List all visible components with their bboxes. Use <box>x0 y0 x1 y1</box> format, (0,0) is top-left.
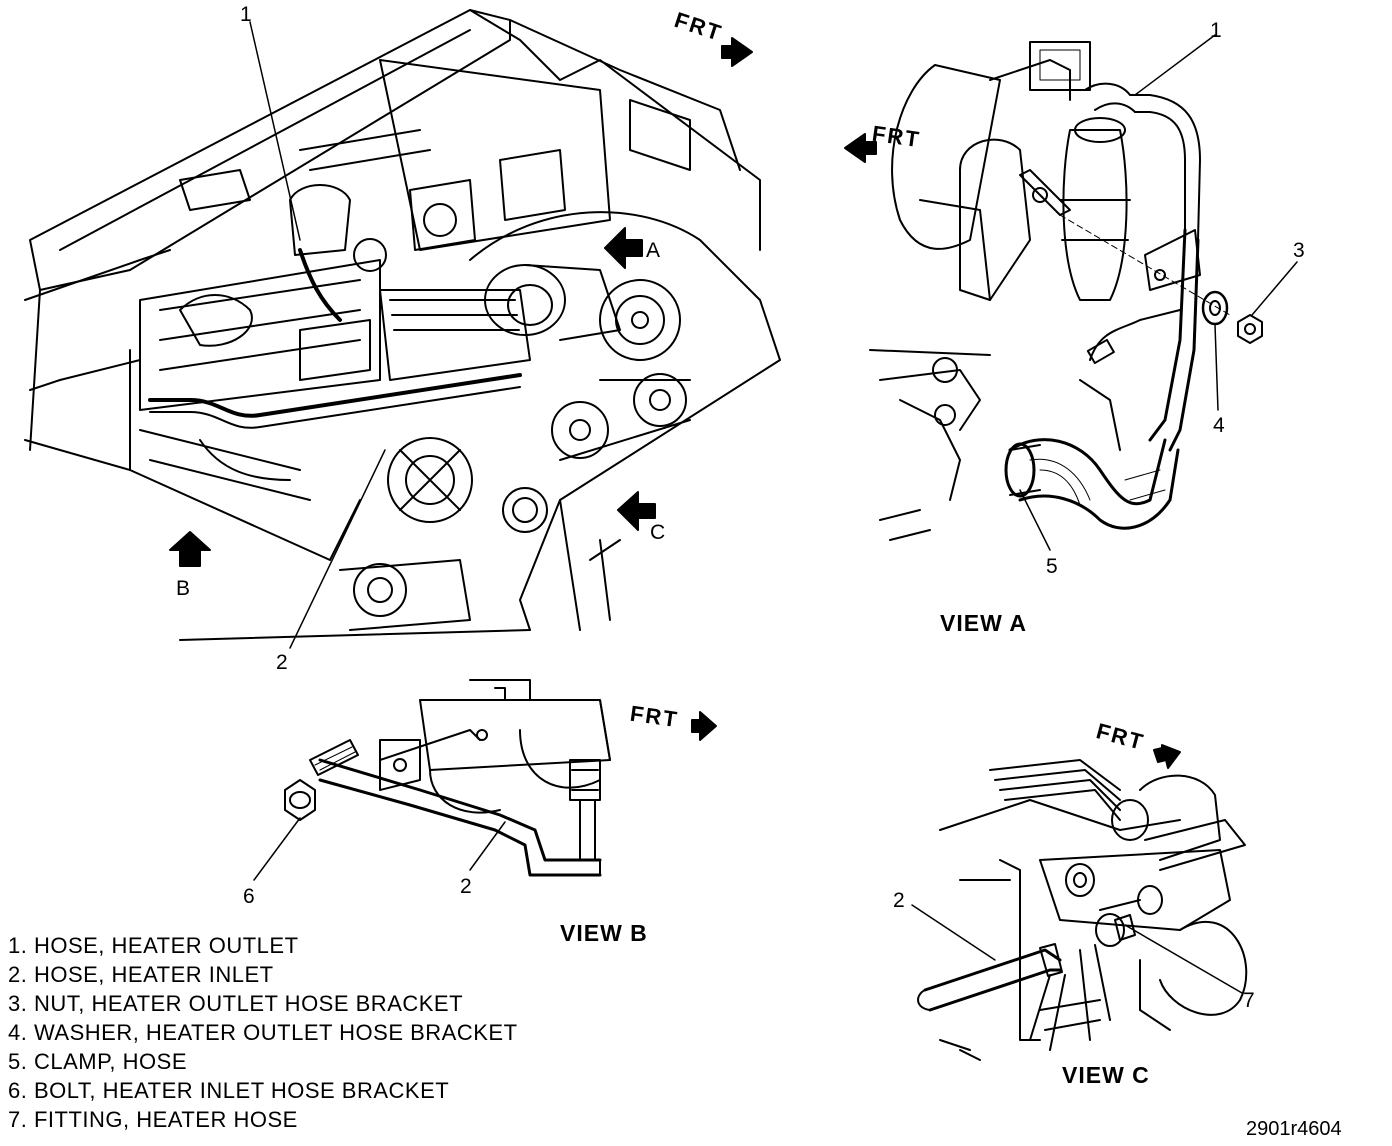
legend-item: 3. NUT, HEATER OUTLET HOSE BRACKET <box>8 991 464 1016</box>
callout-main-1: 1 <box>240 3 252 26</box>
arrow-label-c: C <box>650 521 666 544</box>
view-b-illustration <box>284 679 611 877</box>
callout-main-2: 2 <box>276 651 288 674</box>
frt-arrow-main <box>721 37 753 67</box>
view-c-illustration <box>917 759 1248 1061</box>
figure-code: 2901r4604 <box>1246 1118 1342 1140</box>
legend-item: 2. HOSE, HEATER INLET <box>8 962 274 987</box>
callout-view-c-2: 2 <box>893 889 905 912</box>
legend-item: 7. FITTING, HEATER HOSE <box>8 1107 298 1132</box>
callout-view-b-6: 6 <box>243 885 255 908</box>
view-b-title: VIEW B <box>560 920 648 946</box>
legend-item: 4. WASHER, HEATER OUTLET HOSE BRACKET <box>8 1020 518 1045</box>
view-b-arrow <box>169 531 211 567</box>
arrow-label-a: A <box>646 239 661 262</box>
arrow-label-b: B <box>176 577 191 600</box>
view-a-title: VIEW A <box>940 610 1027 636</box>
view-c-title: VIEW C <box>1062 1062 1150 1088</box>
callout-view-a-3: 3 <box>1293 239 1305 262</box>
callout-view-a-4: 4 <box>1213 414 1225 437</box>
callout-view-a-1: 1 <box>1210 19 1222 42</box>
view-a-illustration <box>869 41 1263 541</box>
parts-legend: 1. HOSE, HEATER OUTLET 2. HOSE, HEATER I… <box>8 931 518 1134</box>
legend-item: 6. BOLT, HEATER INLET HOSE BRACKET <box>8 1078 450 1103</box>
engine-compartment-illustration <box>24 9 781 641</box>
callout-view-b-2: 2 <box>460 875 472 898</box>
view-a-arrow <box>604 227 643 269</box>
frt-arrow-view-b <box>691 711 717 741</box>
frt-arrow-view-c <box>1153 744 1181 769</box>
callout-view-a-5: 5 <box>1046 555 1058 578</box>
legend-item: 5. CLAMP, HOSE <box>8 1049 187 1074</box>
frt-arrow-view-a <box>844 133 877 163</box>
callout-view-c-7: 7 <box>1243 989 1255 1012</box>
legend-item: 1. HOSE, HEATER OUTLET <box>8 933 299 958</box>
view-c-arrow <box>617 491 656 531</box>
